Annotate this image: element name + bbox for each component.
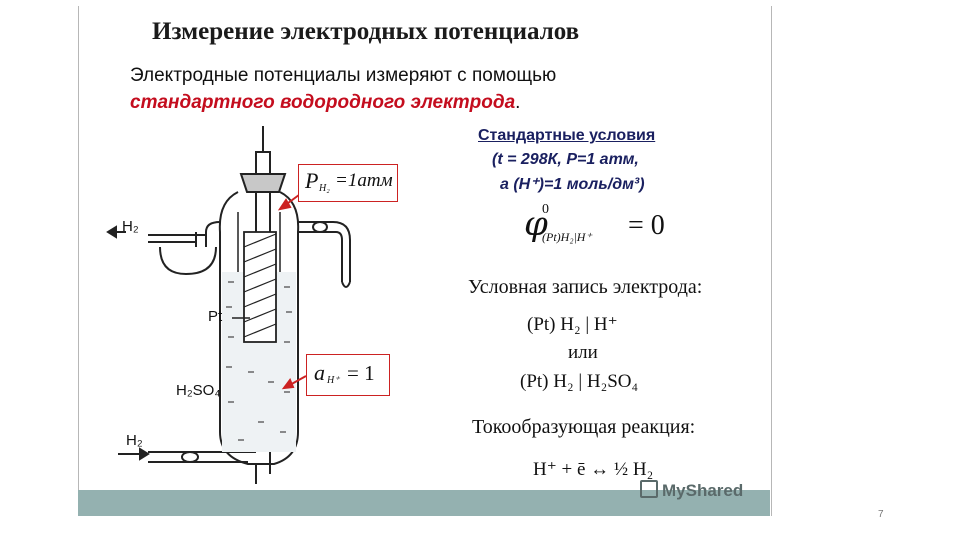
notation-line-1: (Pt) H₂ | H⁺ — [527, 314, 618, 335]
reaction-heading: Токообразующая реакция: — [472, 416, 696, 438]
stopper — [239, 173, 287, 193]
intro-text: Электродные потенциалы измеряют с помощь… — [130, 62, 556, 116]
h2-in-arrow-head — [139, 447, 150, 461]
h2-out-label: H₂ — [122, 218, 139, 235]
activity-value: = 1 — [347, 361, 375, 385]
inlet-tube-neck — [255, 442, 271, 484]
h2-out-arrow-head — [106, 225, 117, 239]
slide-bottom-bar — [78, 490, 770, 516]
intro-line-2: стандартного водородного электрода. — [130, 89, 556, 116]
standard-conditions-line-1: (t = 298К, Р=1 атм, — [492, 151, 639, 168]
reaction-equation: H⁺ + ē ↔ ½ H₂ — [533, 459, 654, 480]
platinum-plate — [243, 231, 277, 343]
watermark-text: MyShared — [662, 481, 744, 500]
intro-period: . — [515, 92, 521, 113]
pressure-arrow-head — [277, 198, 292, 211]
h2so4-label: H₂SO₄ — [176, 382, 221, 399]
notation-line-2: (Pt) H₂ | H₂SO₄ — [520, 371, 639, 392]
activity-arrow-head — [281, 378, 295, 390]
vessel-outer — [218, 191, 300, 465]
myshared-watermark: MyShared — [640, 480, 743, 501]
notation-heading: Условная запись электрода: — [468, 276, 703, 298]
phi-subscript: (Pt)H₂|H⁺ — [542, 230, 592, 244]
right-side-arm — [298, 221, 351, 282]
outlet-tube — [148, 234, 206, 243]
page-number: 7 — [878, 509, 884, 520]
pressure-formula-box: P H₂ =1атм — [298, 164, 398, 202]
potential-formula: φ 0 (Pt)H₂|H⁺ = 0 — [524, 202, 674, 254]
h2-in-label: H₂ — [126, 432, 143, 449]
electrode-holder — [255, 151, 271, 243]
apparatus-drawing — [106, 126, 351, 484]
right-arm-end — [341, 281, 351, 288]
intro-line-1: Электродные потенциалы измеряют с помощь… — [130, 65, 557, 86]
pressure-symbol: P — [305, 168, 319, 193]
activity-subscript: H⁺ — [327, 375, 340, 386]
slide-frame — [78, 6, 772, 516]
activity-formula-box: a H⁺ = 1 — [306, 354, 390, 396]
phi-equals: = 0 — [628, 210, 665, 241]
liquid-dashes — [226, 281, 292, 441]
activity-symbol: a — [314, 360, 325, 385]
platinum-hatching — [243, 233, 277, 338]
pressure-value: =1атм — [335, 170, 393, 191]
pt-label: Pt — [208, 308, 223, 325]
phi-superscript: 0 — [542, 202, 549, 217]
notation-or: или — [568, 342, 598, 363]
water-seal — [159, 246, 217, 276]
intro-highlight: стандартного водородного электрода — [130, 92, 516, 113]
phi-symbol: φ — [524, 204, 548, 244]
pressure-subscript: H₂ — [319, 183, 330, 194]
standard-conditions-line-2: a (Н⁺)=1 моль/дм³) — [500, 176, 645, 193]
watermark-logo-icon — [640, 480, 658, 498]
inlet-valve — [181, 451, 199, 463]
hydrogen-electrode-diagram: H₂ H₂ Pt H₂SO₄ P H₂ =1атм a H⁺ = 1 — [98, 122, 458, 492]
slide-title: Измерение электродных потенциалов — [152, 18, 580, 45]
right-valve — [312, 221, 328, 233]
standard-conditions-heading: Стандартные условия — [478, 127, 656, 144]
